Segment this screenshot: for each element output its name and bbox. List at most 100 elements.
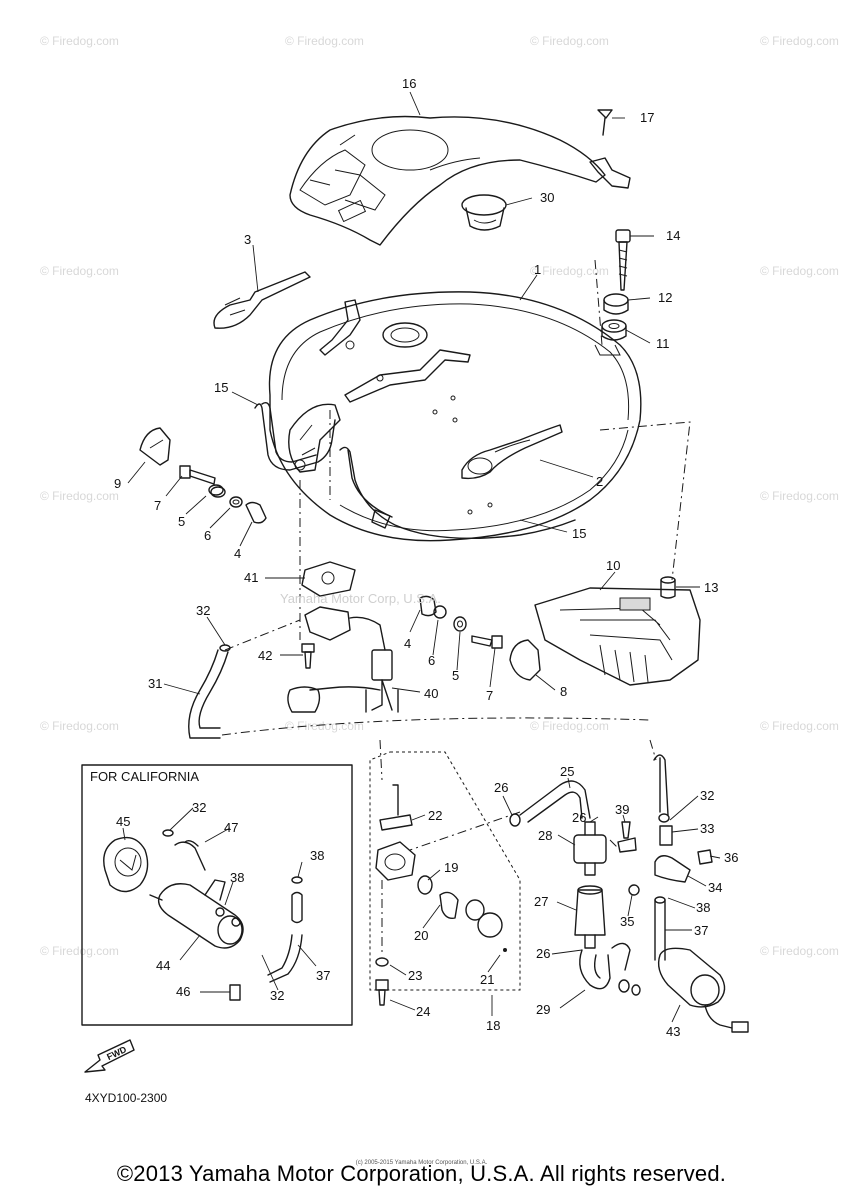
bolt-24	[375, 979, 389, 1006]
callout-10: 10	[606, 558, 620, 573]
forward-arrow-icon: FWD	[84, 1039, 135, 1073]
watermark: © Firedog.com	[530, 34, 609, 48]
callout-26: 26	[536, 946, 550, 961]
collar-6-left	[229, 496, 243, 508]
leader-lines	[122, 91, 721, 1023]
gasket-19	[417, 875, 433, 895]
callout-9: 9	[114, 476, 121, 491]
callout-43: 43	[666, 1024, 680, 1039]
callout-2: 2	[596, 474, 603, 489]
collar-13	[660, 576, 676, 599]
callout-38: 38	[230, 870, 244, 885]
callout-17: 17	[640, 110, 654, 125]
hose-15-lower	[339, 446, 576, 540]
callout-45: 45	[116, 814, 130, 829]
callout-44: 44	[156, 958, 170, 973]
watermark: © Firedog.com	[40, 489, 119, 503]
callout-12: 12	[658, 290, 672, 305]
bolt-46	[229, 984, 241, 1001]
callout-4: 4	[234, 546, 241, 561]
callout-34: 34	[708, 880, 722, 895]
callout-13: 13	[704, 580, 718, 595]
fuel-tank-1	[268, 291, 642, 542]
callout-7: 7	[486, 688, 493, 703]
callout-32: 32	[196, 603, 210, 618]
canister-44	[149, 879, 244, 949]
hose-37-inset	[267, 934, 303, 983]
emblem-3	[213, 271, 311, 329]
callout-37: 37	[694, 923, 708, 938]
callout-27: 27	[534, 894, 548, 909]
filter-43	[657, 947, 749, 1033]
clip-36	[697, 849, 713, 865]
tiny-credit: (c) 2005-2015 Yamaha Motor Corporation, …	[355, 1160, 488, 1166]
callout-26: 26	[572, 810, 586, 825]
callout-16: 16	[402, 76, 416, 91]
watermark: © Firedog.com	[40, 719, 119, 733]
canister-45	[103, 836, 149, 893]
callout-5: 5	[178, 514, 185, 529]
california-inset	[81, 764, 353, 1026]
watermark: © Firedog.com	[760, 34, 839, 48]
callout-33: 33	[700, 821, 714, 836]
callout-46: 46	[176, 984, 190, 999]
bolt-7-left	[179, 465, 224, 496]
cover-21	[465, 899, 507, 952]
copyright-footer: ©2013 Yamaha Motor Corporation, U.S.A. A…	[116, 1161, 727, 1186]
callout-15: 15	[214, 380, 228, 395]
callout-25: 25	[560, 764, 574, 779]
damper-12	[603, 293, 629, 315]
screw-23	[375, 880, 389, 967]
callout-36: 36	[724, 850, 738, 865]
callout-4: 4	[404, 636, 411, 651]
callout-8: 8	[560, 684, 567, 699]
callout-32: 32	[700, 788, 714, 803]
callout-18: 18	[486, 1018, 500, 1033]
callout-30: 30	[540, 190, 554, 205]
diagram-code: 4XYD100-2300	[85, 1091, 167, 1105]
callout-28: 28	[538, 828, 552, 843]
clip-17	[589, 109, 631, 189]
cover-8	[509, 639, 541, 681]
callout-3: 3	[244, 232, 251, 247]
callout-11: 11	[656, 336, 670, 351]
callout-41: 41	[244, 570, 258, 585]
watermark: © Firedog.com	[285, 34, 364, 48]
callout-15: 15	[572, 526, 586, 541]
callout-32: 32	[270, 988, 284, 1003]
callout-26: 26	[494, 780, 508, 795]
hose-31	[188, 644, 651, 739]
callout-24: 24	[416, 1004, 430, 1019]
bolt-14	[615, 229, 631, 291]
callout-23: 23	[408, 968, 422, 983]
callout-19: 19	[444, 860, 458, 875]
callout-5: 5	[452, 668, 459, 683]
callout-32: 32	[192, 800, 206, 815]
bolt-42	[301, 643, 315, 669]
fuel-sender-40	[287, 606, 399, 713]
watermark: © Firedog.com	[760, 489, 839, 503]
watermark: © Firedog.com	[760, 264, 839, 278]
watermark: © Firedog.com	[530, 264, 609, 278]
hose-15	[254, 401, 336, 471]
callout-47: 47	[224, 820, 238, 835]
callout-layer: 16 17 30 3 14 1 12 11 15 9 7 5 6 4 2 15 …	[114, 76, 738, 1039]
inset-title: FOR CALIFORNIA	[90, 769, 199, 784]
callout-14: 14	[666, 228, 680, 243]
washer-5-left	[210, 486, 226, 498]
joint-33	[659, 825, 673, 846]
callout-21: 21	[480, 972, 494, 987]
callout-6: 6	[204, 528, 211, 543]
callout-31: 31	[148, 676, 162, 691]
callout-20: 20	[414, 928, 428, 943]
callout-40: 40	[424, 686, 438, 701]
hose-32-right	[653, 754, 670, 823]
joint-38-inset	[291, 876, 303, 924]
screw-35	[628, 884, 640, 896]
watermark: © Firedog.com	[40, 34, 119, 48]
watermark-layer: © Firedog.com © Firedog.com © Firedog.co…	[40, 34, 839, 958]
gasket-41	[301, 561, 356, 597]
damper-11	[601, 319, 627, 341]
side-cover-10	[534, 587, 701, 686]
damper-4-right	[419, 595, 437, 617]
